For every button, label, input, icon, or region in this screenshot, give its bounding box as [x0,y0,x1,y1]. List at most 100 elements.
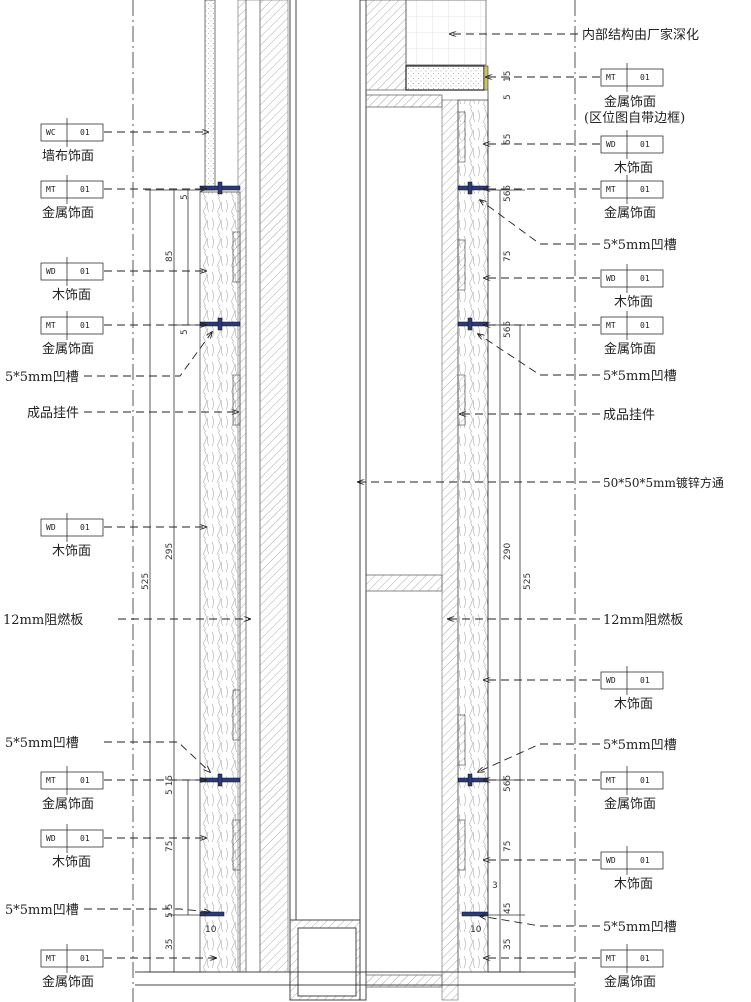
tag-label: 墙布饰面 [42,149,94,164]
tag-label: 木饰面 [614,161,653,176]
tag-label: 金属饰面 [604,341,656,357]
tag-rmt3: MT 01 金属饰面 [600,766,664,812]
tag-label: 木饰面 [52,855,91,870]
tag-num: 01 [640,185,650,194]
tag-label: 金属饰面 [604,205,656,221]
tag-label: 金属饰面 [42,796,94,812]
dim-55-right: 55 [503,134,513,145]
top-box [365,0,489,91]
dim-515: 5 15 [165,775,175,795]
callout-hanger-l: 成品挂件 [27,406,79,421]
dim-55: 5 5 [165,904,175,918]
tag-note: (区位图自带边框) [584,111,685,126]
tag-num: 01 [640,776,650,785]
tag-code: MT [46,321,56,330]
hangers [232,111,466,871]
tag-num: 01 [640,73,650,82]
tag-label: 金属饰面 [42,205,94,221]
center-lines [132,0,576,1002]
dim-35-left: 35 [165,939,175,950]
tag-code: WD [46,523,56,532]
tag-label: 木饰面 [52,544,91,559]
metal-trims [199,181,489,917]
tag-num: 01 [640,954,650,963]
tag-num: 01 [80,321,90,330]
tag-mt4: MT 01 金属饰面 [40,944,104,990]
callout-hanger-r: 成品挂件 [603,408,655,423]
tag-num: 01 [640,856,650,865]
dim-45: 45 [503,903,513,914]
tag-wd3: WD 01 木饰面 [40,824,104,870]
tag-mt2: MT 01 金属饰面 [40,311,104,357]
tag-mt3: MT 01 金属饰面 [40,766,104,812]
tag-code: WD [46,267,56,276]
tag-code: MT [46,954,56,963]
tag-rmt1: MT 01 金属饰面 [600,175,664,221]
tag-code: MT [606,776,616,785]
tag-rwd1: WD 01 木饰面 [600,264,664,310]
dim-75-left: 75 [165,841,175,852]
dim-85: 85 [165,251,175,262]
tag-label: 金属饰面 [604,796,656,812]
dim-525-right: 525 [523,573,533,590]
callout-board-l: 12mm阻燃板 [3,612,83,628]
dim-15-right: 15 [503,71,513,82]
dim-290: 290 [503,543,513,560]
tag-num: 01 [640,676,650,685]
tag-label: 木饰面 [614,697,653,712]
dim-5a: 5 [180,194,190,200]
dim-5-right: 5 [503,94,513,100]
tag-rmt2: MT 01 金属饰面 [600,311,664,357]
tag-num: 01 [80,523,90,532]
tag-wc01: WC 01 墙布饰面 [40,118,104,164]
tag-code: MT [606,185,616,194]
tag-rwd3: WD 01 木饰面 [600,846,664,892]
dim-565-c: 565 [503,775,513,792]
tag-num: 01 [80,267,90,276]
callout-groove-r1: 5*5mm凹槽 [603,238,677,253]
dim-10-left: 10 [205,925,217,935]
callout-groove-l1: 5*5mm凹槽 [5,370,79,385]
tag-code: WD [606,856,616,865]
tag-code: WD [606,676,616,685]
leader-lines [84,34,600,958]
tag-num: 01 [80,834,90,843]
tag-label: 金属饰面 [604,94,656,110]
dim-525-left: 525 [141,573,151,590]
dim-565-b: 565 [503,321,513,338]
left-cladding [199,0,297,973]
tag-rmt0: MT 01 金属饰面 (区位图自带边框) [584,63,685,126]
tag-code: WC [46,128,56,137]
tag-label: 木饰面 [52,288,91,303]
callout-factory: 内部结构由厂家深化 [582,27,699,43]
steel-tube [289,0,443,1001]
tag-wd1: WD 01 木饰面 [40,257,104,303]
callout-groove-l3: 5*5mm凹槽 [5,903,79,918]
tag-num: 01 [640,140,650,149]
tag-code: WD [606,140,616,149]
dim-3: 3 [492,881,498,891]
tag-num: 01 [80,185,90,194]
tag-wd2: WD 01 木饰面 [40,513,104,559]
dim-5b: 5 [180,329,190,335]
tag-code: MT [606,321,616,330]
callout-steel: 50*50*5mm镀锌方通 [603,475,724,490]
dim-75-right-a: 75 [503,251,513,262]
tag-code: MT [46,776,56,785]
tag-code: WD [606,274,616,283]
dimension-lines [145,189,525,973]
tag-code: WD [46,834,56,843]
tag-label: 金属饰面 [604,974,656,990]
tag-code: MT [46,185,56,194]
tag-label: 金属饰面 [42,341,94,357]
tag-rwd0: WD 01 木饰面 [600,130,664,176]
tag-num: 01 [80,954,90,963]
tag-num: 01 [640,321,650,330]
tag-num: 01 [80,128,90,137]
tag-label: 木饰面 [614,877,653,892]
tag-num: 01 [80,776,90,785]
tag-rmt4: MT 01 金属饰面 [600,944,664,990]
callout-board-r: 12mm阻燃板 [603,612,683,628]
dimension-texts: 85 5 5 295 525 75 5 15 5 5 35 10 15 5 55… [141,71,533,950]
